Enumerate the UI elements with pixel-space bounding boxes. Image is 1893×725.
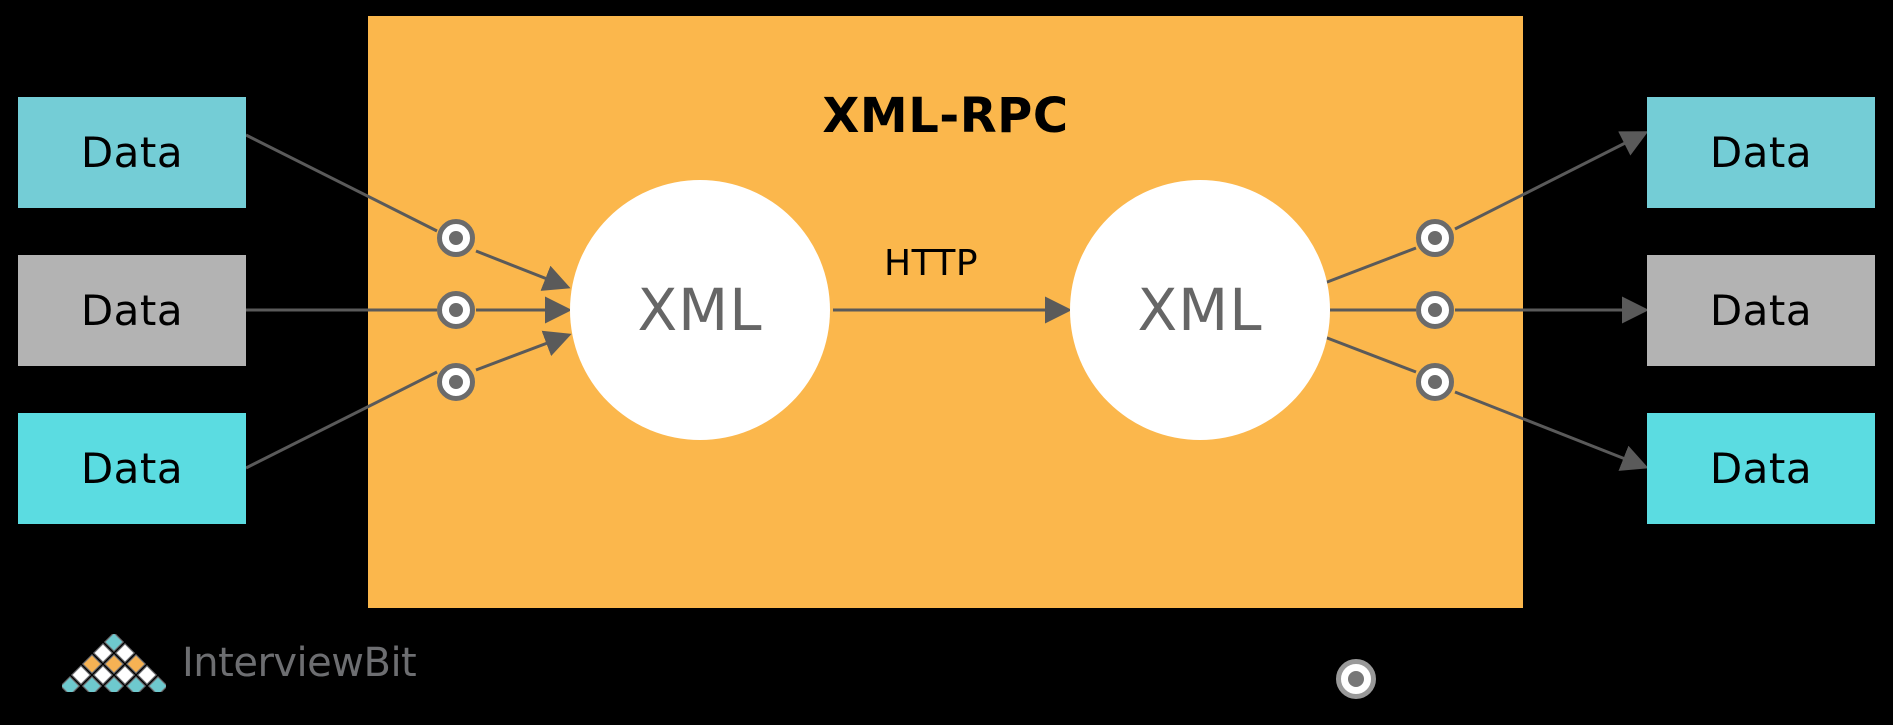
xml-node-client[interactable]: XML xyxy=(570,180,830,440)
xml-node-label: XML xyxy=(1137,276,1263,344)
standalone-dot-icon xyxy=(1336,659,1376,699)
xml-node-server[interactable]: XML xyxy=(1070,180,1330,440)
xml-node-label: XML xyxy=(637,276,763,344)
data-node-label: Data xyxy=(1709,128,1813,177)
data-node-left-1[interactable]: Data xyxy=(18,97,246,208)
data-node-label: Data xyxy=(80,128,184,177)
data-node-left-2[interactable]: Data xyxy=(18,255,246,366)
interviewbit-logo-mark-icon xyxy=(62,634,166,692)
connector-dot-icon-left-2 xyxy=(437,291,475,329)
data-node-right-2[interactable]: Data xyxy=(1647,255,1875,366)
http-transport-label: HTTP xyxy=(884,243,979,284)
interviewbit-wordmark: InterviewBit xyxy=(182,640,417,686)
data-node-label: Data xyxy=(80,286,184,335)
data-node-right-1[interactable]: Data xyxy=(1647,97,1875,208)
data-node-left-3[interactable]: Data xyxy=(18,413,246,524)
data-node-label: Data xyxy=(1709,286,1813,335)
connector-dot-icon-right-2 xyxy=(1416,291,1454,329)
connector-dot-icon-left-1 xyxy=(437,219,475,257)
connector-dot-icon-left-3 xyxy=(437,363,475,401)
connector-dot-icon-right-3 xyxy=(1416,363,1454,401)
connector-dot-icon-right-1 xyxy=(1416,219,1454,257)
data-node-label: Data xyxy=(80,444,184,493)
interviewbit-logo: InterviewBit xyxy=(62,634,417,692)
diagram-title: XML-RPC xyxy=(822,88,1069,144)
data-node-label: Data xyxy=(1709,444,1813,493)
data-node-right-3[interactable]: Data xyxy=(1647,413,1875,524)
